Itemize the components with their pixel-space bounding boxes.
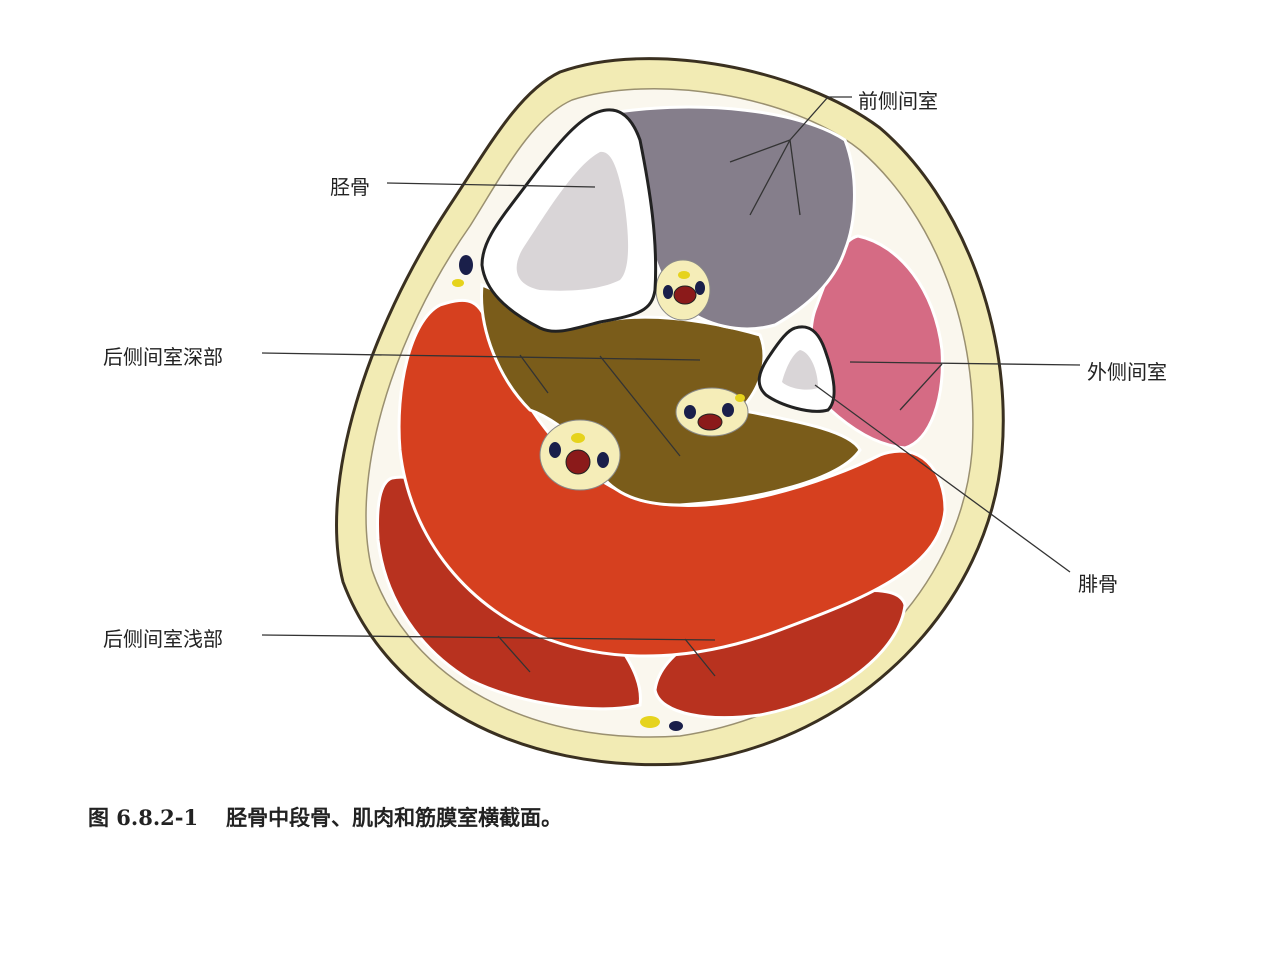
posterior-tibial-bundle bbox=[539, 419, 621, 491]
label-anterior-compartment: 前侧间室 bbox=[858, 89, 938, 113]
figure-caption: 图 6.8.2-1 胫骨中段骨、肌肉和筋膜室横截面。 bbox=[88, 802, 562, 832]
anterior-tibial-bundle bbox=[655, 259, 711, 321]
saphenous-bundle bbox=[452, 255, 473, 287]
label-lateral-compartment: 外侧间室 bbox=[1087, 360, 1167, 384]
peroneal-bundle bbox=[675, 387, 749, 437]
lateral-compartment bbox=[809, 234, 944, 450]
deep-posterior-compartment bbox=[480, 282, 862, 507]
label-deep-posterior-compartment: 后侧间室深部 bbox=[103, 345, 223, 369]
figure-number: 图 6.8.2-1 bbox=[88, 805, 199, 830]
label-fibula: 腓骨 bbox=[1078, 572, 1118, 596]
sural-bundle bbox=[640, 716, 683, 731]
label-superficial-posterior-compartment: 后侧间室浅部 bbox=[103, 627, 223, 651]
figure-caption-text: 胫骨中段骨、肌肉和筋膜室横截面。 bbox=[226, 805, 563, 830]
leader-lines bbox=[261, 96, 1081, 677]
tibia-marrow bbox=[516, 151, 629, 291]
fibula-marrow bbox=[782, 350, 818, 390]
label-tibia: 胫骨 bbox=[330, 175, 370, 199]
